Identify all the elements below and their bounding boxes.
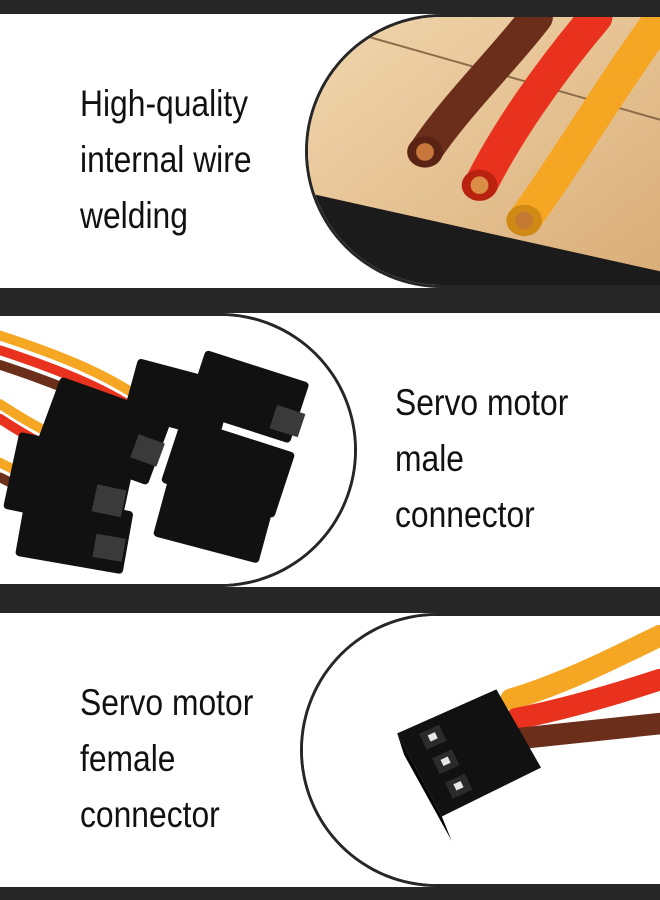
caption-line: internal wire (80, 139, 252, 180)
photo-wire-ends (305, 14, 660, 288)
caption-male-connector: Servo motor male connector (395, 375, 568, 543)
feature-panel-female-connector: Servo motor female connector (0, 613, 660, 887)
caption-line: male (395, 438, 464, 479)
caption-line: Servo motor (395, 382, 569, 423)
photo-female-connector (300, 613, 660, 887)
caption-welding: High-quality internal wire welding (80, 76, 252, 244)
wire-ends-illustration (308, 17, 660, 285)
female-connector-illustration (303, 616, 660, 884)
feature-panel-welding: High-quality internal wire welding (0, 14, 660, 288)
caption-female-connector: Servo motor female connector (80, 675, 253, 843)
caption-line: Servo motor (80, 682, 254, 723)
feature-panel-male-connector: Servo motor male connector (0, 313, 660, 587)
caption-line: High-quality (80, 83, 249, 124)
photo-male-connectors (0, 313, 357, 587)
male-connectors-illustration (0, 316, 354, 584)
caption-line: connector (80, 794, 220, 835)
caption-line: connector (395, 494, 535, 535)
caption-line: female (80, 738, 176, 779)
caption-line: welding (80, 195, 188, 236)
